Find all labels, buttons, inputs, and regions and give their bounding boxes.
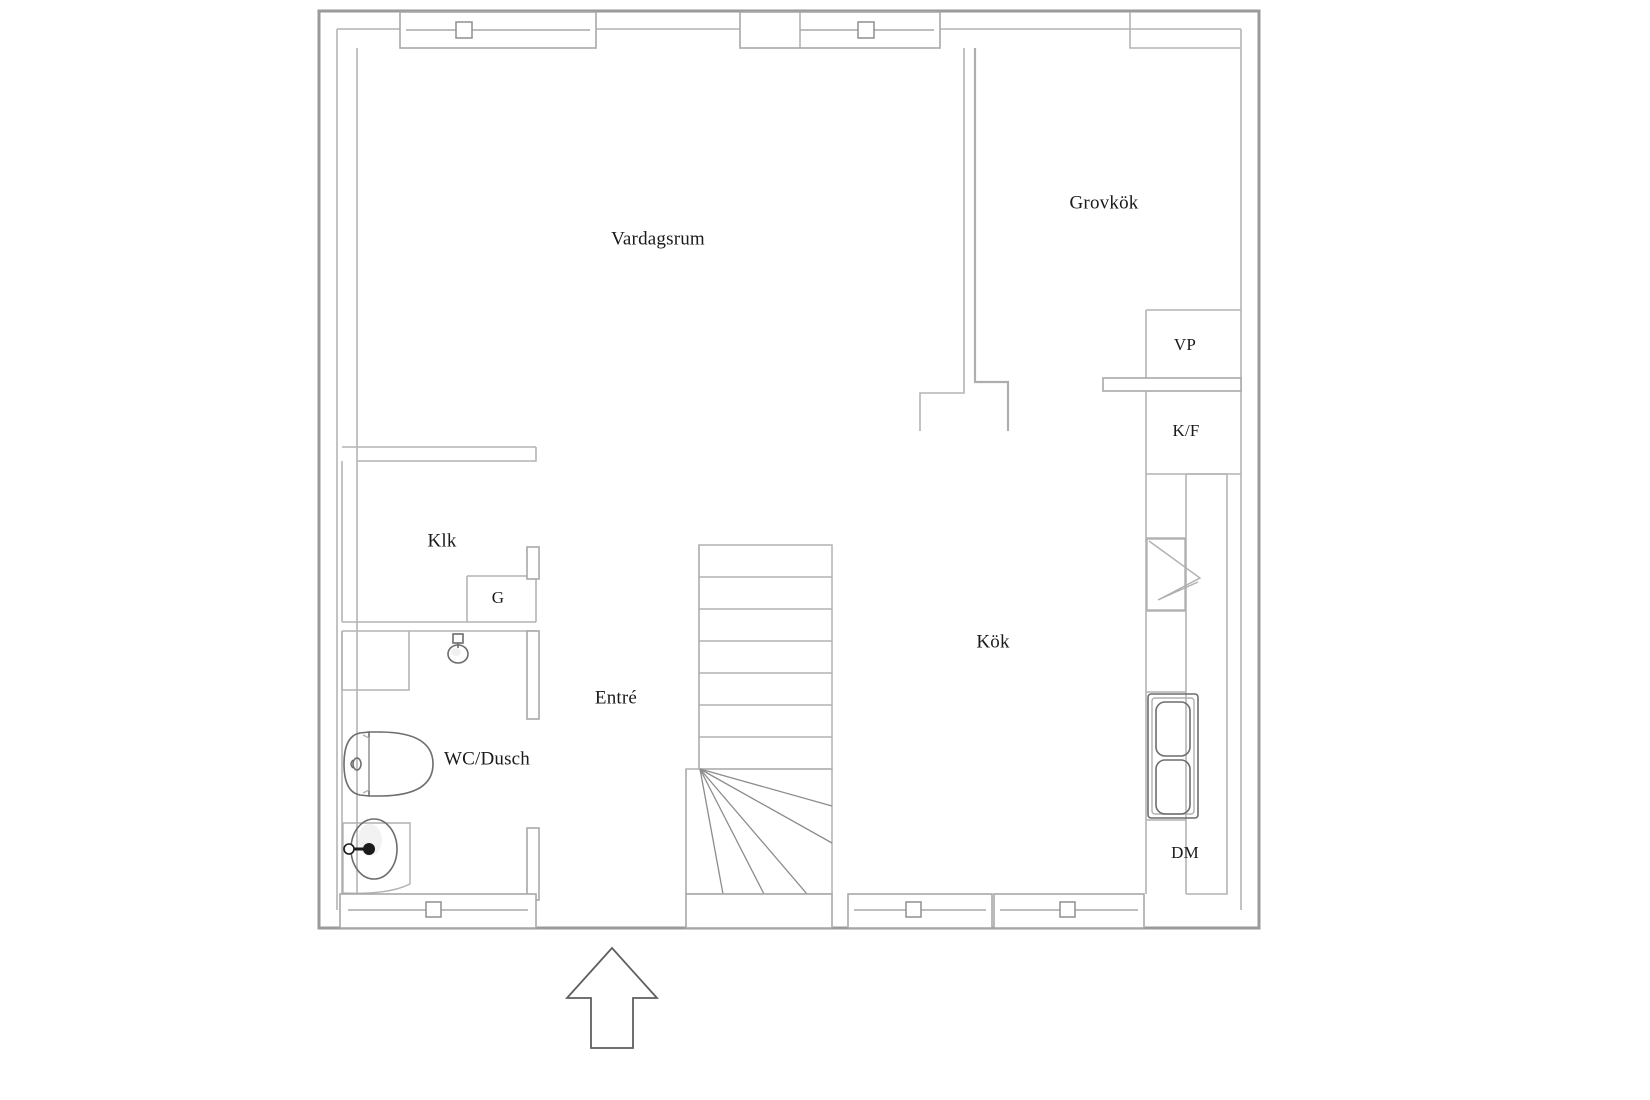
window-bottom-left xyxy=(339,893,537,929)
room-label-vardagsrum: Vardagsrum xyxy=(611,228,705,249)
window-top-right xyxy=(739,11,941,49)
kitchen-sink-icon xyxy=(1147,693,1199,819)
staircase xyxy=(685,544,833,895)
room-vardagsrum-walls xyxy=(342,48,1010,928)
wash-basin-icon xyxy=(342,818,411,894)
room-label-vp: VP xyxy=(1174,335,1196,354)
kitchen-counter-run xyxy=(1145,473,1228,895)
room-label-wc-dusch: WC/Dusch xyxy=(444,748,530,769)
room-label-kok: Kök xyxy=(976,631,1010,652)
room-label-kf: K/F xyxy=(1172,421,1199,440)
entrance-arrow xyxy=(564,946,660,1049)
wall-top-right-return xyxy=(1129,12,1241,49)
window-bottom-mid xyxy=(847,893,993,929)
room-label-klk: Klk xyxy=(427,530,456,551)
room-label-grovkok: Grovkök xyxy=(1070,192,1139,213)
window-bottom-right xyxy=(993,893,1145,929)
shower-head-icon xyxy=(447,633,469,664)
room-grovkok-walls xyxy=(1102,309,1242,475)
room-label-dm: DM xyxy=(1171,843,1199,862)
wall-bottom-stub xyxy=(685,893,833,929)
window-top-left xyxy=(399,11,597,49)
outer-walls xyxy=(317,9,1261,930)
toilet-icon xyxy=(343,731,434,797)
room-klk-walls xyxy=(341,461,540,623)
room-wc-dusch-walls xyxy=(341,630,540,901)
room-label-entre: Entré xyxy=(595,687,637,708)
cooktop-icon xyxy=(1146,538,1202,611)
room-label-g: G xyxy=(492,588,504,607)
